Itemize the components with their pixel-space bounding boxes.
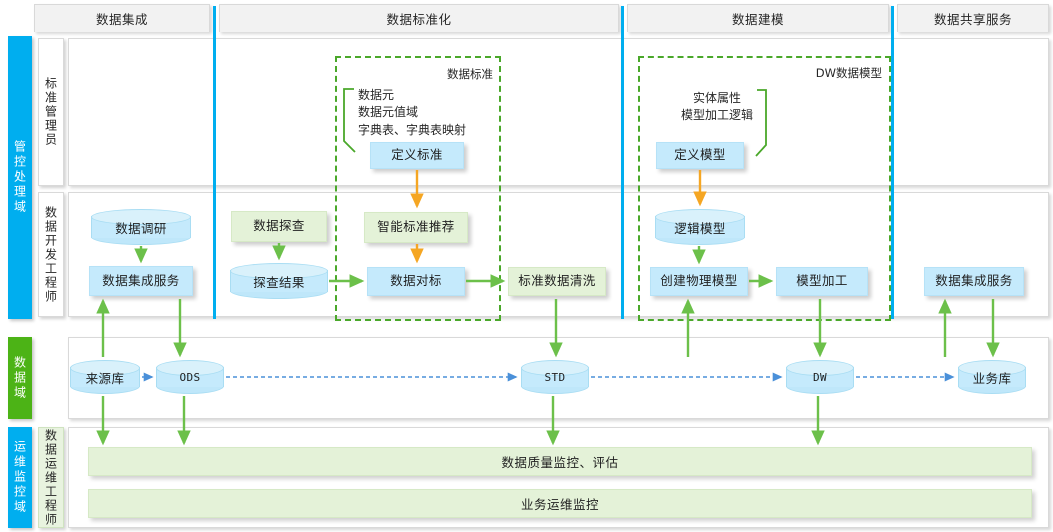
phase-divider-1	[213, 6, 216, 319]
datastore-source-db-label: 来源库	[85, 370, 125, 386]
node-data-mapping[interactable]: 数据对标	[367, 267, 465, 296]
domain-bar-governance: 管控处理域	[8, 36, 32, 319]
node-data-exploration[interactable]: 数据探查	[231, 211, 327, 242]
node-standard-data-cleaning[interactable]: 标准数据清洗	[508, 267, 606, 296]
datastore-ods-label: ODS	[179, 370, 201, 384]
node-data-integration-service-right[interactable]: 数据集成服务	[924, 267, 1024, 296]
phase-divider-2	[621, 6, 624, 319]
datastore-data-research[interactable]: 数据调研	[91, 209, 195, 249]
role-lane-data-dev-engineer: 数据开发工程师	[38, 192, 64, 317]
lane-body-standard-manager	[68, 38, 1049, 186]
node-define-standard[interactable]: 定义标准	[370, 142, 464, 169]
group-label-data-standard: 数据标准	[447, 67, 493, 81]
domain-bar-ops-monitoring: 运维监控域	[8, 427, 32, 528]
phase-divider-3	[891, 6, 894, 319]
annotation-data-standard-elements: 数据元 数据元值域 字典表、字典表映射	[358, 88, 467, 137]
datastore-dw[interactable]: DW	[786, 360, 858, 398]
role-lane-data-ops-engineer: 数据运维工程师	[38, 427, 64, 528]
datastore-source-db[interactable]: 来源库	[70, 360, 144, 398]
domain-bar-data: 数据域	[8, 337, 32, 419]
annotation-dw-model-elements: 实体属性 模型加工逻辑	[680, 91, 753, 123]
datastore-exploration-result-label: 探查结果	[253, 274, 305, 290]
datastore-ods[interactable]: ODS	[156, 360, 228, 398]
datastore-logical-model[interactable]: 逻辑模型	[655, 209, 749, 249]
node-define-model[interactable]: 定义模型	[656, 142, 744, 169]
column-header-data-sharing-service: 数据共享服务	[897, 4, 1049, 32]
datastore-std[interactable]: STD	[521, 360, 593, 398]
datastore-data-research-label: 数据调研	[115, 220, 167, 236]
datastore-exploration-result[interactable]: 探查结果	[230, 263, 332, 303]
node-data-integration-service-left[interactable]: 数据集成服务	[89, 266, 193, 296]
datastore-business-db[interactable]: 业务库	[958, 360, 1030, 398]
datastore-std-label: STD	[544, 370, 566, 384]
column-header-data-integration: 数据集成	[34, 4, 210, 32]
column-header-data-standardization: 数据标准化	[219, 4, 619, 32]
node-model-processing[interactable]: 模型加工	[776, 267, 868, 296]
monitor-bar-business-ops[interactable]: 业务运维监控	[88, 489, 1032, 518]
datastore-business-db-label: 业务库	[972, 370, 1012, 386]
role-lane-standard-manager: 标准管理员	[38, 38, 64, 186]
datastore-dw-label: DW	[812, 370, 828, 384]
column-header-data-modeling: 数据建模	[627, 4, 889, 32]
group-label-dw-data-model: DW数据模型	[815, 66, 882, 80]
monitor-bar-data-quality[interactable]: 数据质量监控、评估	[88, 447, 1032, 476]
datastore-logical-model-label: 逻辑模型	[674, 220, 726, 236]
node-smart-standard-recommend[interactable]: 智能标准推荐	[364, 212, 468, 243]
node-create-physical-model[interactable]: 创建物理模型	[650, 267, 748, 296]
